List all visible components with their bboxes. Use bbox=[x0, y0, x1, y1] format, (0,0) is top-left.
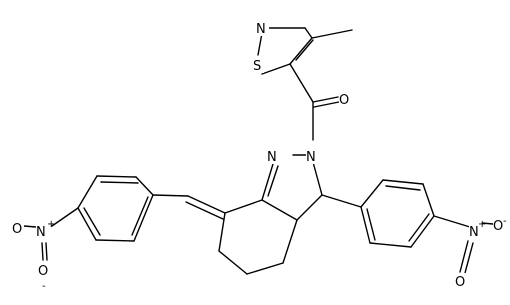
right-benzene-ring bbox=[321, 179, 471, 248]
exocyclic-alkene bbox=[152, 194, 226, 220]
atom-thiazole-s: S bbox=[253, 59, 261, 74]
right-nitro-group bbox=[459, 222, 494, 274]
atom-left-nitro-n: N bbox=[36, 225, 46, 240]
atom-right-nitro-n: N bbox=[469, 225, 479, 240]
atom-indazole-n1: N bbox=[267, 150, 277, 165]
thiazole-ring bbox=[257, 27, 353, 75]
charge-right-nitro-n: + bbox=[478, 219, 486, 230]
left-nitro-group bbox=[23, 225, 48, 261]
atom-ketone-o: O bbox=[339, 93, 349, 108]
left-benzene-ring bbox=[51, 175, 154, 242]
charge-right-nitro-o: - bbox=[503, 216, 507, 227]
atom-indazole-n2: N bbox=[306, 150, 316, 165]
atom-thiazole-n: N bbox=[256, 22, 266, 37]
atom-left-nitro-o-bottom: O bbox=[38, 264, 48, 279]
carbonyl-group bbox=[289, 63, 340, 141]
cyclohexane-ring bbox=[218, 199, 298, 275]
charge-left-nitro-o: - bbox=[42, 281, 46, 292]
atom-right-nitro-o-top: O bbox=[493, 219, 503, 234]
charge-left-nitro-n: + bbox=[47, 219, 55, 230]
pyrazoline-ring bbox=[261, 154, 323, 221]
atom-left-nitro-o-top: O bbox=[12, 222, 22, 237]
atom-right-nitro-o-bottom: O bbox=[455, 275, 465, 290]
